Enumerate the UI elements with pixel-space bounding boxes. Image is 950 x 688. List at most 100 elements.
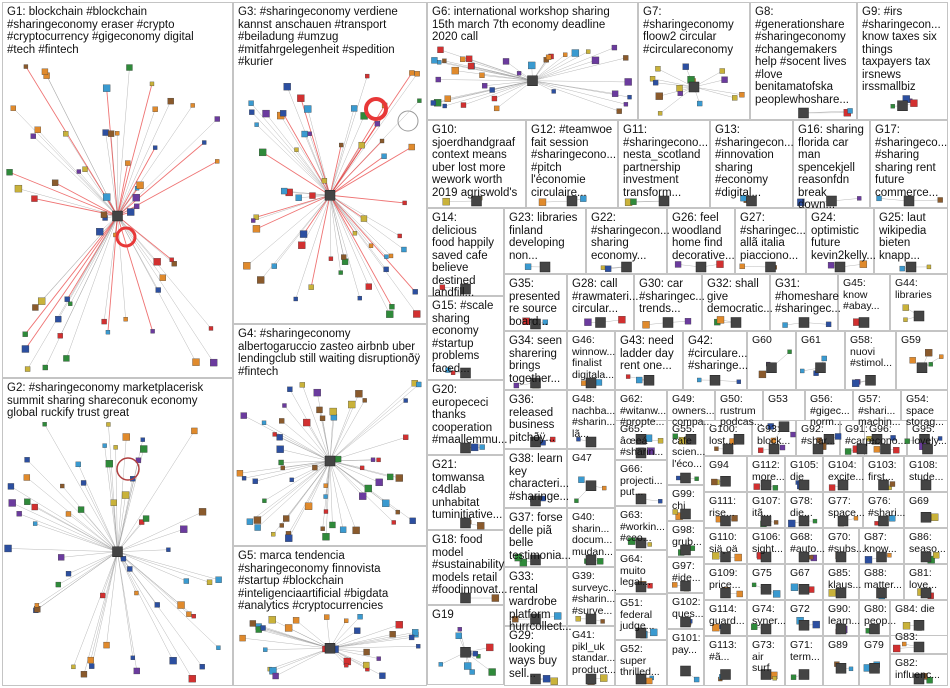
hub-node-g101 (680, 665, 691, 677)
node-g1-34 (63, 131, 69, 137)
hub-node-g105 (798, 479, 810, 491)
edge-g4-17 (249, 460, 331, 522)
edge-g7-10 (693, 86, 735, 99)
node-g1-22 (57, 333, 63, 339)
node-g3-15 (374, 121, 381, 127)
node-g1-39 (169, 257, 174, 262)
node-g1-26 (34, 126, 41, 133)
node-g6-10 (624, 78, 632, 86)
node-g34-1 (513, 382, 520, 389)
node-g4-12 (323, 494, 328, 499)
node-g2-41 (113, 445, 118, 450)
edge-g4-42 (322, 418, 331, 462)
hub-node-g96 (880, 443, 891, 455)
node-g1-17 (102, 129, 109, 136)
node-g19-4 (486, 643, 494, 652)
node-g4-3 (376, 457, 381, 463)
edge-g4-13 (288, 460, 331, 539)
node-g54-0 (904, 438, 910, 444)
node-g4-22 (276, 434, 283, 441)
group-box-g90 (823, 600, 859, 636)
hub-node-g107 (760, 515, 772, 527)
node-g1-37 (192, 358, 200, 366)
edge-g4-7 (306, 422, 331, 462)
node-g48-0 (576, 437, 581, 442)
edge-g5-12 (272, 648, 331, 672)
node-g46-0 (581, 380, 587, 386)
hub-node-g5 (324, 643, 336, 654)
node-g112-0 (772, 485, 779, 491)
node-g4-27 (282, 403, 287, 408)
hub-node-g46 (585, 377, 597, 389)
edge-g6-1 (494, 80, 533, 99)
node-g97-1 (672, 582, 678, 588)
node-g6-31 (430, 100, 437, 106)
edge-g2-16 (68, 551, 118, 574)
node-g4-18 (359, 492, 367, 500)
edge-g1-41 (78, 171, 118, 217)
node-g6-14 (551, 89, 556, 94)
edge-g3-15 (329, 123, 378, 196)
edge-g1-38 (117, 215, 212, 329)
edge-g6-34 (439, 62, 533, 81)
node-g19-5 (438, 662, 443, 667)
node-g7-11 (719, 68, 725, 74)
edge-g1-47 (27, 215, 118, 370)
node-g4-52 (278, 459, 284, 466)
node-g15-0 (450, 370, 456, 375)
edge-g4-10 (288, 460, 331, 534)
hub-node-g74 (760, 623, 772, 635)
node-g64-1 (647, 583, 653, 589)
hub-node-g85 (835, 587, 847, 599)
node-g31-0 (782, 322, 788, 328)
hub-node-g16 (826, 195, 837, 207)
node-g39-0 (600, 619, 605, 624)
edge-g3-4 (329, 195, 332, 259)
edge-g3-50 (329, 73, 418, 196)
node-g1-42 (51, 179, 59, 186)
node-g51-0 (650, 628, 658, 637)
edge-g4-9 (243, 415, 331, 462)
node-g7-4 (649, 76, 656, 82)
node-g71-1 (790, 674, 797, 680)
node-g1-14 (96, 228, 104, 236)
node-g24-1 (827, 262, 835, 269)
edge-g3-20 (329, 195, 392, 257)
node-g93-0 (757, 447, 764, 453)
node-g12-1 (538, 198, 547, 206)
node-g6-18 (623, 55, 629, 61)
hub-node-g103 (878, 479, 889, 491)
hub-node-g86 (920, 551, 932, 563)
node-g1-19 (37, 297, 46, 305)
node-g3-27 (279, 110, 287, 117)
node-g16-1 (797, 198, 805, 207)
node-g3-9 (381, 153, 387, 159)
hub-node-g8 (798, 107, 809, 119)
group-box-g4 (233, 324, 427, 546)
node-g1-43 (155, 287, 161, 293)
hub-node-g28 (595, 317, 606, 328)
node-g4-4 (280, 465, 285, 471)
node-g3-52 (413, 310, 421, 318)
node-g86-1 (933, 552, 940, 559)
hub-node-g100 (722, 443, 734, 455)
node-g15-1 (445, 367, 451, 373)
edge-g4-8 (329, 404, 352, 462)
node-g28-0 (618, 316, 626, 324)
edge-g4-23 (274, 434, 331, 462)
node-g2-59 (31, 503, 38, 511)
node-g1-12 (31, 195, 38, 202)
edge-g2-33 (83, 551, 118, 675)
hub-node-g106 (760, 551, 772, 563)
hub-node-g12 (566, 195, 578, 207)
node-g6-27 (591, 56, 600, 65)
edge-g1-59 (117, 105, 193, 217)
node-g2-36 (105, 460, 113, 468)
node-g4-0 (289, 477, 294, 483)
node-g1-36 (64, 296, 70, 302)
edge-g4-24 (329, 460, 333, 525)
node-g20-0 (479, 444, 485, 450)
node-g3-34 (295, 194, 302, 201)
node-g5-5 (389, 631, 396, 638)
node-g4-41 (304, 502, 313, 510)
